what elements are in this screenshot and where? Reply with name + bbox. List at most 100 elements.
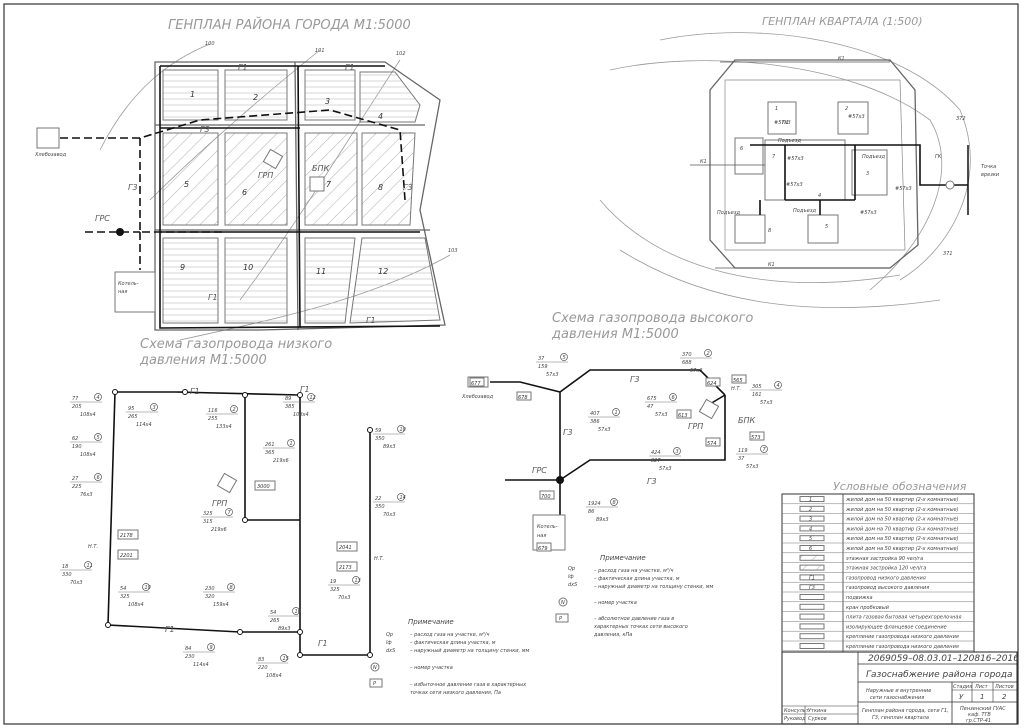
node-diameter: 108x4 bbox=[128, 602, 144, 608]
hp-box-573 bbox=[749, 431, 765, 441]
node-flow: 19 bbox=[330, 579, 336, 585]
node-flow: 407 bbox=[590, 411, 600, 417]
title-block: 2069059–08.03.01–120816–2016 Газоснабжен… bbox=[781, 651, 1019, 725]
hp-box-700 bbox=[539, 490, 555, 500]
node-diameter: 57x3 bbox=[546, 372, 559, 378]
low-pressure-boxes: 3000 2178 2201 2041 2173 bbox=[117, 480, 358, 572]
node-diameter: 57x3 bbox=[655, 412, 668, 418]
node-flow: 54 bbox=[120, 586, 126, 592]
node-number: 8 bbox=[230, 585, 233, 591]
node-flow: 84 bbox=[185, 646, 191, 652]
block-3 bbox=[304, 69, 356, 121]
node-flow: 37 bbox=[538, 356, 545, 362]
block-label-12: 12 bbox=[378, 267, 388, 276]
node-length: 159 bbox=[538, 364, 548, 370]
low-grp-box bbox=[216, 472, 238, 494]
quarter-building-1 bbox=[767, 101, 797, 135]
pressure-box-2178 bbox=[117, 529, 139, 540]
node-length: 190 bbox=[72, 444, 82, 450]
node-number: 14 bbox=[400, 495, 406, 501]
node-length: 320 bbox=[205, 594, 215, 600]
block-8 bbox=[361, 132, 416, 226]
hp-label-565: 565 bbox=[733, 378, 743, 384]
pressure-label-2173: 2173 bbox=[339, 565, 352, 571]
node-diameter: 57x3 bbox=[690, 368, 703, 374]
kotelnaya-label-1: Котель- bbox=[118, 281, 139, 287]
node-diameter: 70x3 bbox=[383, 512, 396, 518]
low-nt-left: Н.Т. bbox=[88, 544, 98, 550]
node-number-circle bbox=[94, 393, 102, 401]
pressure-box-2041 bbox=[336, 541, 358, 552]
stamp-org-2: каф. ТГВ bbox=[968, 712, 991, 718]
stamp-sub-2: сети газоснабжения bbox=[870, 695, 924, 701]
legend-symbol-label: 3 bbox=[809, 517, 812, 523]
node-flow: 54 bbox=[270, 610, 276, 616]
legend-symbol bbox=[799, 643, 825, 649]
node-number-circle bbox=[352, 576, 360, 584]
low-scheme-title-1: Схема газопровода низкого bbox=[140, 337, 332, 352]
quarter-contour-1 bbox=[659, 32, 971, 281]
gk-valve-icon bbox=[945, 180, 955, 190]
khlebozavod-box bbox=[36, 127, 60, 149]
block-9 bbox=[162, 237, 219, 324]
contour-label-100: 100 bbox=[205, 41, 215, 47]
high-key-p-box bbox=[555, 613, 569, 623]
legend-symbol bbox=[799, 623, 825, 630]
pressure-label-2041: 2041 bbox=[339, 545, 352, 551]
node-length: 385 bbox=[285, 404, 295, 410]
block-label-3: 3 bbox=[325, 97, 330, 106]
node-number: 7 bbox=[763, 447, 767, 453]
node-length: 350 bbox=[375, 504, 385, 510]
high-khlebozavod-label: Хлебозавод bbox=[461, 394, 494, 400]
node-number: 15 bbox=[283, 656, 289, 662]
hp-label-677: 677 bbox=[471, 381, 481, 387]
node-number-circle bbox=[227, 583, 235, 591]
high-g3-c: Г3 bbox=[563, 428, 573, 437]
quarter-num-5: 5 bbox=[825, 224, 828, 230]
node-number-circle bbox=[704, 349, 712, 357]
quarter-contour-2 bbox=[609, 60, 943, 291]
legend-symbol-label: 5 bbox=[809, 536, 812, 542]
low-grp-label: ГРП bbox=[212, 499, 227, 508]
quarter-num-7: 7 bbox=[772, 154, 776, 160]
node-number: 10 bbox=[400, 427, 406, 433]
node-diameter: 57x3 bbox=[760, 400, 773, 406]
high-grp-label: ГРП bbox=[688, 422, 703, 431]
node-diameter: 76x3 bbox=[80, 492, 93, 498]
node-number: 3 bbox=[676, 449, 679, 455]
quarter-contour-4 bbox=[619, 249, 941, 309]
kotelnaya-label-2: ная bbox=[118, 289, 127, 295]
node-number: 12 bbox=[310, 395, 316, 401]
node-diameter: 89x3 bbox=[383, 444, 396, 450]
low-junctions bbox=[105, 389, 373, 658]
quarter-building-6 bbox=[734, 137, 764, 175]
legend-row-text: крепление газопровода низкого давления bbox=[846, 644, 959, 650]
g3-label-b: Г3 bbox=[128, 183, 138, 192]
contour-label-102: 102 bbox=[396, 51, 406, 57]
low-note-title: Примечание bbox=[408, 618, 454, 626]
low-note-1: – расход газа на участке, м³/ч bbox=[410, 632, 489, 638]
high-scheme-title-1: Схема газопровода высокого bbox=[552, 311, 753, 326]
grs-label: ГРС bbox=[95, 214, 110, 223]
node-diameter: 89x3 bbox=[596, 517, 609, 523]
node-diameter: 219x6 bbox=[273, 458, 289, 464]
block-label-2: 2 bbox=[253, 93, 258, 102]
node-length: 161 bbox=[752, 392, 762, 398]
low-key-l: lф bbox=[386, 640, 392, 646]
quarter-building-main bbox=[764, 139, 846, 201]
legend-symbol bbox=[799, 554, 825, 561]
low-key-n-circle bbox=[370, 662, 380, 672]
node-length: 86 bbox=[588, 509, 594, 515]
stamp-desc-1: Генплан района города, сети Г1, bbox=[862, 708, 949, 714]
hp-label-573: 573 bbox=[751, 435, 761, 441]
node-length: 47 bbox=[647, 404, 654, 410]
